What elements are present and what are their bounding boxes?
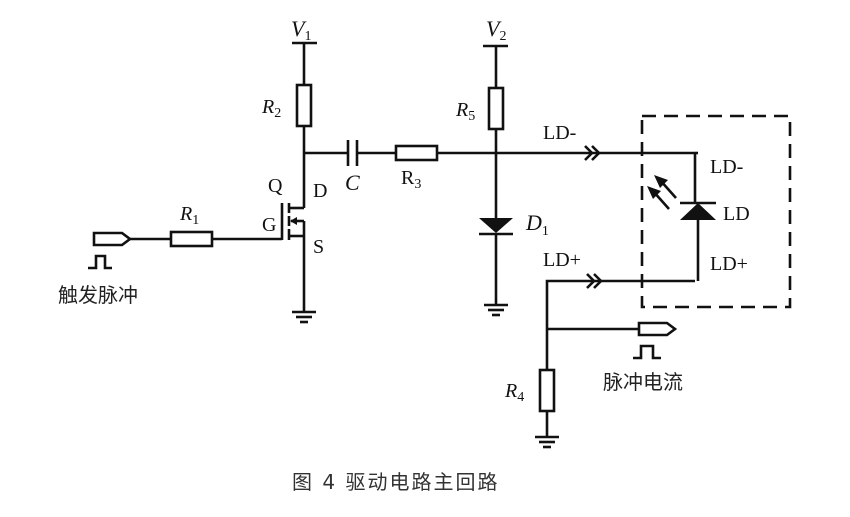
- svg-text:S: S: [313, 236, 324, 258]
- resistor-r1: R1: [169, 203, 214, 248]
- ground-r4: [535, 435, 559, 449]
- svg-text:LD-: LD-: [543, 122, 576, 144]
- svg-text:脉冲电流: 脉冲电流: [603, 370, 683, 394]
- mosfet-q: Q D G S: [262, 175, 327, 258]
- connector-ld-minus: LD-: [543, 122, 601, 161]
- svg-text:C: C: [345, 170, 360, 195]
- laser-module-box: [640, 114, 792, 309]
- wire-ld-plus-r4: [545, 279, 695, 370]
- diode-d1: D1: [479, 210, 549, 239]
- svg-text:R5: R5: [455, 99, 475, 124]
- svg-text:V2: V2: [486, 16, 506, 44]
- svg-text:R1: R1: [179, 203, 199, 228]
- svg-text:LD+: LD+: [543, 249, 581, 271]
- figure-caption: 图 4 驱动电路主回路: [292, 470, 499, 494]
- trigger-port: 触发脉冲: [58, 231, 138, 307]
- resistor-r4: R4: [504, 368, 556, 413]
- svg-text:LD+: LD+: [710, 253, 748, 275]
- svg-text:D: D: [313, 180, 327, 202]
- resistor-r2: R2: [261, 83, 313, 128]
- svg-text:D1: D1: [525, 210, 549, 239]
- svg-text:Q: Q: [268, 175, 283, 197]
- v1-supply: V1: [291, 16, 317, 45]
- ground-d1: [484, 303, 508, 317]
- svg-text:V1: V1: [291, 16, 311, 44]
- light-emission-arrows-icon: [647, 175, 677, 210]
- current-port: 脉冲电流: [603, 321, 683, 394]
- resistor-r5: R5: [455, 86, 505, 131]
- svg-text:R2: R2: [261, 96, 281, 121]
- ground-q: [292, 310, 316, 324]
- connector-ld-plus: LD+: [543, 249, 603, 289]
- svg-text:LD-: LD-: [710, 156, 743, 178]
- svg-text:触发脉冲: 触发脉冲: [58, 283, 138, 307]
- svg-text:R3: R3: [401, 167, 421, 192]
- capacitor-c: C: [345, 140, 360, 195]
- svg-text:LD: LD: [723, 203, 750, 225]
- svg-text:R4: R4: [504, 380, 524, 405]
- laser-diode: LD- LD LD+: [680, 151, 750, 281]
- v2-supply: V2: [483, 16, 508, 48]
- svg-text:G: G: [262, 214, 276, 236]
- resistor-r3: R3: [394, 144, 439, 192]
